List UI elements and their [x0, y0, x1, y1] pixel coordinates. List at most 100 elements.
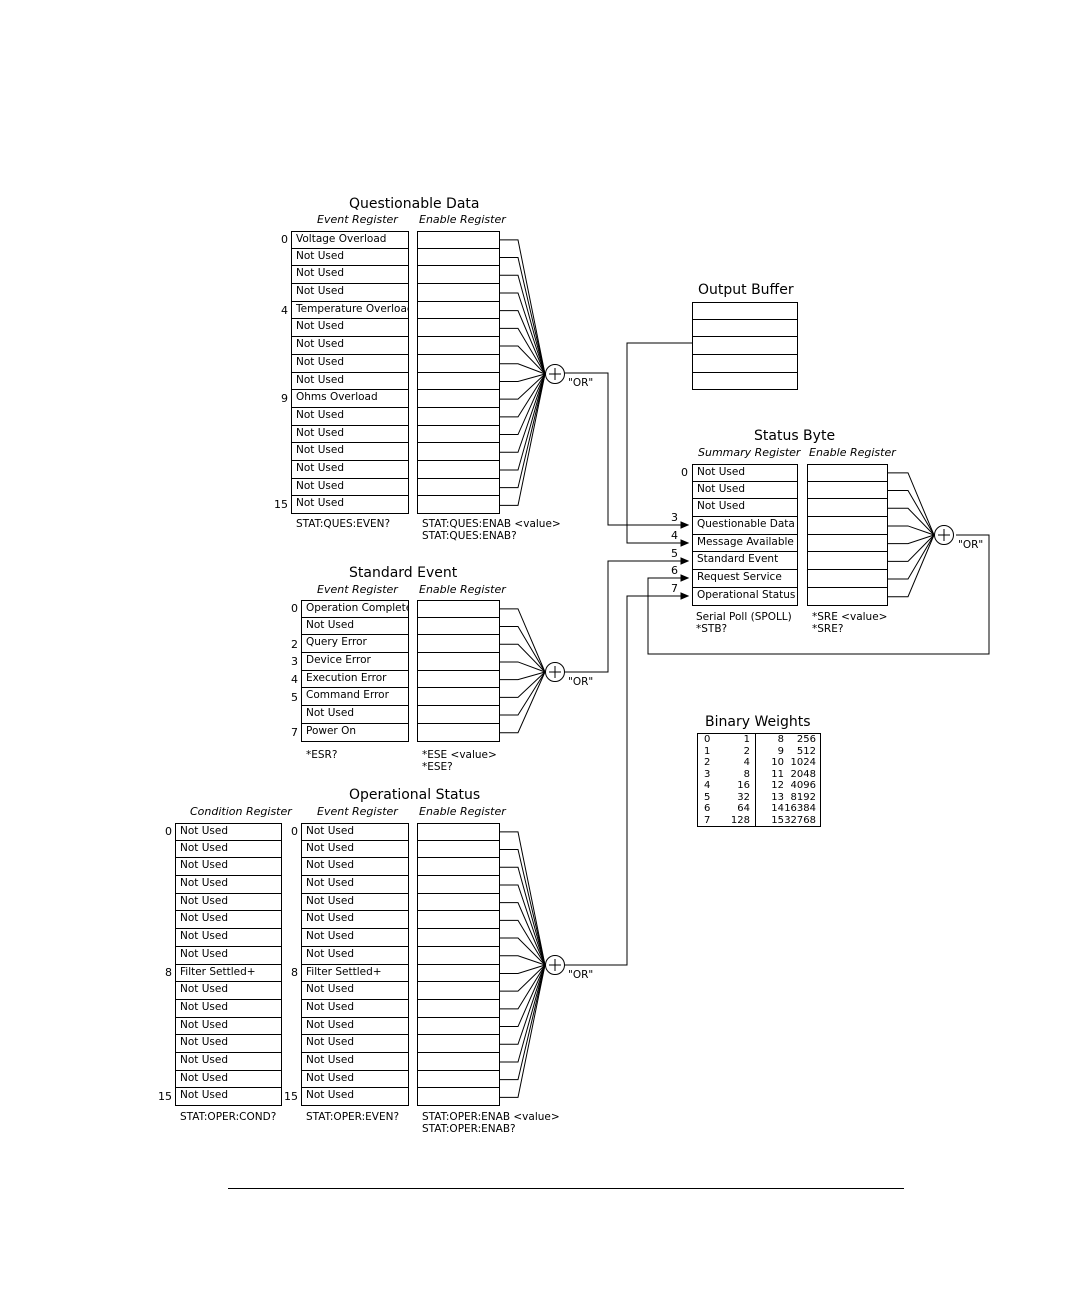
binary-weights-cell: 1: [743, 734, 750, 745]
fan-in-line: [500, 643, 546, 673]
status-byte-enable-register: [807, 464, 888, 606]
binary-weights-cell: 16384: [784, 803, 816, 814]
operational-condition-command: STAT:OPER:COND?: [180, 1111, 277, 1123]
binary-weights-cell: 16: [737, 780, 750, 791]
questionable-data-title: Questionable Data: [349, 196, 480, 212]
fan-in-line: [500, 955, 546, 966]
esr-bit-number-2: 2: [291, 638, 298, 651]
fan-in-line: [500, 964, 546, 1010]
register-bit-cell: Request Service: [692, 570, 798, 588]
fan-in-line: [500, 884, 546, 966]
fan-in-line: [888, 490, 935, 536]
register-bit-cell: Not Used: [175, 999, 282, 1018]
register-bit-cell: Not Used: [301, 617, 409, 636]
oper-event-bit-number-8: 8: [291, 966, 298, 979]
fan-in-line: [500, 919, 546, 966]
standard-enable-command-set: *ESE <value>: [422, 749, 497, 761]
fan-in-line: [500, 239, 546, 375]
oper-cond-bit-number-15: 15: [158, 1090, 172, 1103]
register-bit-cell: Not Used: [301, 982, 409, 1000]
fan-in-line: [500, 310, 546, 375]
fan-in-line: [500, 257, 546, 375]
register-empty-cell: [417, 407, 500, 426]
fan-in-line: [888, 534, 935, 562]
register-empty-cell: [417, 600, 500, 618]
fan-in-line: [500, 964, 546, 974]
fan-in-line: [500, 608, 546, 673]
fan-in-line: [500, 964, 546, 1045]
operational-or-label: "OR": [568, 969, 594, 981]
operational-enable-command-set: STAT:OPER:ENAB <value>: [422, 1111, 560, 1123]
register-bit-cell: Not Used: [175, 893, 282, 912]
operational-event-register-label: Event Register: [317, 805, 398, 818]
footer-rule: [228, 1188, 904, 1189]
stb-bit-number-0: 0: [681, 466, 688, 479]
register-bit-cell: Not Used: [291, 407, 409, 426]
questionable-or-label: "OR": [568, 377, 594, 389]
questionable-or-gate: [545, 364, 565, 384]
register-empty-cell: [807, 552, 888, 571]
stb-bit-number-5: 5: [671, 547, 678, 560]
questionable-event-register-label: Event Register: [317, 213, 398, 226]
register-empty-cell: [417, 946, 500, 965]
standard-event-register-label: Event Register: [317, 583, 398, 596]
register-empty-cell: [417, 319, 500, 338]
register-empty-cell: [417, 443, 500, 461]
register-empty-cell: [417, 876, 500, 894]
fan-in-line: [500, 373, 546, 506]
register-empty-cell: [807, 587, 888, 606]
standard-event-or-label: "OR": [568, 676, 594, 688]
register-bit-cell: Not Used: [175, 1088, 282, 1106]
register-empty-cell: [417, 929, 500, 947]
binary-weights-cell: 5: [704, 791, 711, 803]
operational-enable-register: [417, 823, 500, 1106]
status-byte-or-label: "OR": [958, 539, 984, 551]
register-empty-cell: [692, 337, 798, 356]
ques-bit-number-4: 4: [281, 304, 288, 317]
fan-in-line: [500, 671, 546, 716]
register-bit-cell: Not Used: [301, 946, 409, 965]
fan-in-line: [500, 274, 546, 375]
questionable-event-command: STAT:QUES:EVEN?: [296, 518, 391, 530]
ques-bit-number-0: 0: [281, 233, 288, 246]
stb-bit-number-4: 4: [671, 529, 678, 542]
register-empty-cell: [417, 284, 500, 302]
status-byte-summary-command-stb: *STB?: [696, 623, 728, 635]
register-bit-cell: Not Used: [175, 1035, 282, 1053]
register-bit-cell: Not Used: [301, 1070, 409, 1089]
fan-in-line: [500, 671, 546, 734]
register-bit-cell: Not Used: [692, 481, 798, 500]
register-bit-cell: Not Used: [301, 823, 409, 841]
fan-in-line: [500, 964, 546, 992]
register-bit-cell: Not Used: [291, 425, 409, 444]
register-bit-cell: Not Used: [291, 496, 409, 514]
register-empty-cell: [417, 1088, 500, 1106]
fan-in-line: [500, 964, 546, 1081]
binary-weights-cell: 4: [704, 780, 711, 791]
register-bit-cell: Not Used: [175, 823, 282, 841]
register-empty-cell: [417, 688, 500, 707]
fan-in-line: [888, 534, 935, 598]
status-byte-title: Status Byte: [754, 428, 836, 444]
binary-weights-cell: 256: [796, 734, 816, 745]
register-bit-cell: Not Used: [291, 354, 409, 373]
register-empty-cell: [417, 653, 500, 671]
register-empty-cell: [417, 706, 500, 724]
standard-event-command: *ESR?: [306, 749, 338, 761]
register-empty-cell: [807, 570, 888, 588]
register-empty-cell: [417, 301, 500, 320]
register-empty-cell: [417, 964, 500, 983]
register-empty-cell: [807, 481, 888, 500]
output-buffer-title: Output Buffer: [698, 282, 794, 298]
register-bit-cell: Filter Settled+: [301, 964, 409, 983]
fan-in-line: [500, 964, 546, 1028]
register-bit-cell: Not Used: [291, 478, 409, 497]
questionable-enable-register: [417, 231, 500, 514]
fan-in-line: [888, 507, 935, 536]
